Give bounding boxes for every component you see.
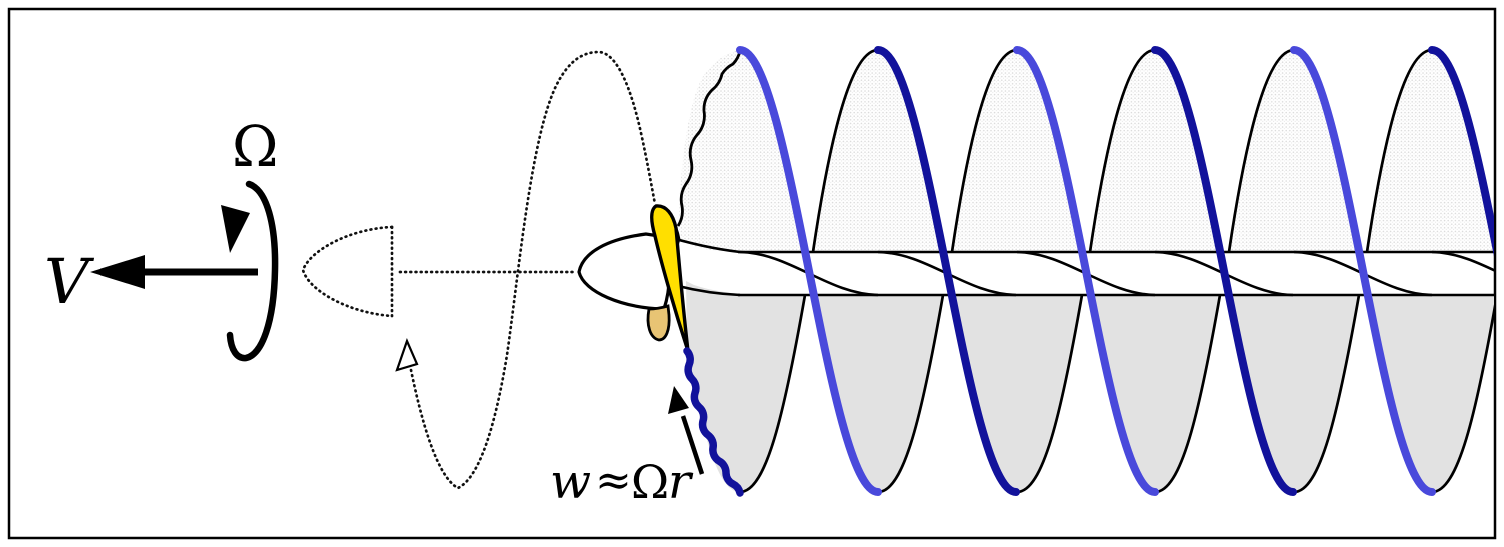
helix-back-upper [811, 48, 879, 253]
helix-back-lower [1431, 304, 1494, 494]
helix-back-lower [739, 294, 807, 494]
rotation-label: Ω [232, 115, 278, 180]
upstream-helix-dotted [408, 50, 657, 490]
helix-front-dark [1151, 46, 1297, 496]
shed-vortex-wiggly-black [676, 50, 742, 227]
helix-back-lower [1154, 294, 1222, 494]
rotation-annotation [221, 180, 279, 362]
tip-speed-arrowhead-icon [668, 386, 689, 414]
helix-back-lower [877, 294, 945, 494]
tip-speed-approx-label: ≈ [595, 455, 632, 506]
helix-front-dark [1428, 46, 1494, 257]
helix-back-upper [1088, 48, 1156, 253]
rotation-arrowhead-icon [221, 205, 250, 253]
tip-speed-annotation [668, 386, 705, 475]
ghost-spinner-group [301, 50, 657, 490]
velocity-label: V [44, 245, 95, 318]
tip-speed-r-label: r [668, 454, 694, 510]
helix-back-upper [1227, 48, 1295, 253]
lower-sheet [1367, 295, 1494, 492]
helix-back-upper [1365, 48, 1433, 253]
ghost-spinner-outline [301, 225, 394, 318]
upstream-helix-open-arrowhead-icon [395, 337, 419, 372]
helix-front-light [736, 46, 882, 496]
helix-back-strands [739, 48, 1494, 494]
tip-speed-omega-label: Ω [631, 455, 669, 509]
inner-helix-front [1431, 250, 1494, 272]
rotation-arc [226, 180, 279, 362]
tip-vortex-wavy [683, 347, 744, 497]
far-blade-lower [646, 304, 671, 342]
helix-front-light [1290, 46, 1436, 496]
helix-back-upper [950, 48, 1018, 253]
helix-front-dark [874, 46, 1020, 496]
helix-front-light [1013, 46, 1159, 496]
helix-back-lower [1293, 294, 1361, 494]
tip-speed-w-label: w [550, 454, 591, 510]
helix-back-lower [1016, 294, 1084, 494]
velocity-annotation [90, 255, 258, 289]
velocity-arrowhead-icon [90, 255, 145, 289]
tip-speed-arrow-shaft [680, 415, 705, 475]
helix-front-strands [683, 46, 1494, 497]
